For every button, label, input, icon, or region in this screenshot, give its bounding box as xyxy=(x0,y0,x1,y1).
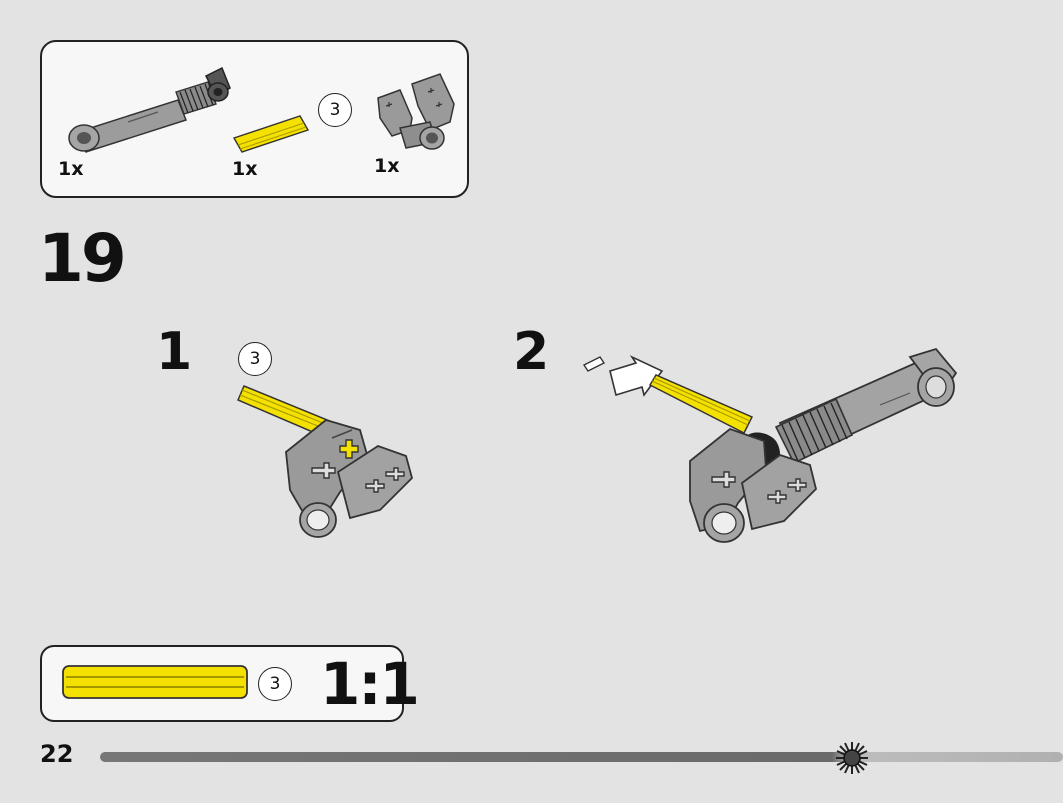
scale-axle-length-badge: 3 xyxy=(258,667,292,701)
substep-1-assembly-image xyxy=(237,385,414,538)
shock-absorber-part-image xyxy=(68,66,231,153)
substep-1-number: 1 xyxy=(156,322,193,382)
scale-ratio: 1:1 xyxy=(320,650,420,718)
substep-1-axle-badge: 3 xyxy=(238,342,272,376)
substep-2-number: 2 xyxy=(513,322,550,382)
connector-part-image xyxy=(377,73,455,150)
substep-2-assembly-image xyxy=(582,347,958,543)
progress-bar xyxy=(100,752,1063,762)
step-number: 19 xyxy=(38,220,127,297)
connector-quantity: 1x xyxy=(374,155,400,177)
axle-quantity: 1x xyxy=(232,158,258,180)
page-number: 22 xyxy=(40,740,74,768)
axle-scale-image xyxy=(62,665,248,699)
axle-length-badge: 3 xyxy=(318,93,352,127)
shock-absorber-quantity: 1x xyxy=(58,158,84,180)
axle-part-image xyxy=(232,115,310,153)
progress-sun-icon xyxy=(836,742,868,774)
